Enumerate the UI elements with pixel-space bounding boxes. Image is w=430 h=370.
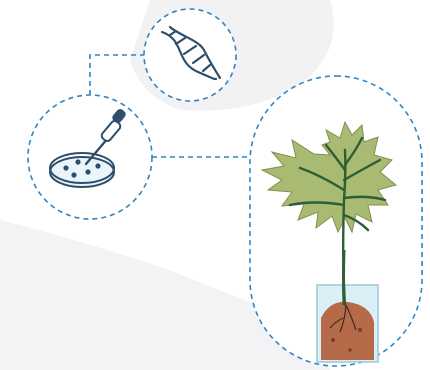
stem <box>344 250 345 305</box>
soil <box>321 302 374 360</box>
dna-node <box>144 9 236 101</box>
culture-node <box>28 95 152 219</box>
plant-node <box>250 76 422 366</box>
